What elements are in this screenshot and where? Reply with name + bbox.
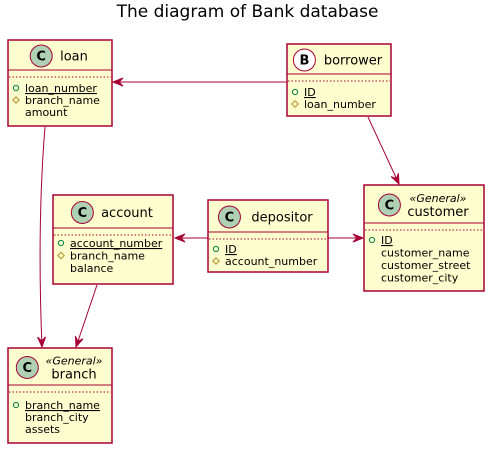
public-visibility-icon bbox=[368, 236, 376, 244]
attribute-customer-street: customer_street bbox=[381, 259, 471, 272]
attribute-ID: ID bbox=[225, 243, 237, 256]
edge-depositor-to-customer bbox=[328, 233, 365, 243]
attribute-loan-number: loan_number bbox=[25, 82, 97, 95]
attribute-loan-number: loan_number bbox=[304, 98, 376, 111]
attribute-amount: amount bbox=[25, 106, 68, 119]
badge-letter: C bbox=[385, 199, 395, 214]
attribute-branch-name: branch_name bbox=[25, 399, 100, 412]
entity-name: loan bbox=[60, 50, 88, 65]
entity-name: account bbox=[101, 206, 153, 221]
entity-stereotype: «General» bbox=[46, 355, 103, 368]
entity-name: customer bbox=[407, 205, 469, 220]
entity-name: depositor bbox=[251, 211, 313, 226]
arrowhead bbox=[74, 336, 84, 349]
arrowhead bbox=[173, 233, 186, 243]
edge-depositor-to-account bbox=[173, 233, 208, 243]
badge-letter: C bbox=[36, 50, 46, 65]
entity-customer[interactable]: C«General»customerIDcustomer_namecustome… bbox=[363, 184, 485, 292]
arrowhead bbox=[37, 336, 47, 349]
protected-visibility-icon bbox=[212, 257, 220, 265]
edge-borrower-to-loan bbox=[111, 77, 287, 87]
attribute-branch-name: branch_name bbox=[70, 250, 145, 263]
arrowhead bbox=[352, 233, 365, 243]
badge-letter: C bbox=[225, 211, 235, 226]
attribute-branch-name: branch_name bbox=[25, 94, 100, 107]
attribute-ID: ID bbox=[304, 86, 316, 99]
diagram-title: The diagram of Bank database bbox=[116, 2, 379, 22]
class-badge-icon bbox=[70, 201, 94, 224]
attribute-branch-city: branch_city bbox=[25, 411, 89, 424]
edge-line bbox=[75, 284, 98, 348]
entity-name: branch bbox=[51, 368, 96, 383]
class-badge-icon bbox=[15, 356, 39, 379]
protected-visibility-icon bbox=[57, 251, 65, 260]
edge-loan-to-branch bbox=[37, 126, 47, 349]
attribute-customer-city: customer_city bbox=[381, 272, 459, 285]
protected-visibility-icon bbox=[291, 100, 299, 108]
entity-branch[interactable]: C «General»branch branch_namebranch_cityas… bbox=[7, 347, 113, 444]
class-badge-icon bbox=[217, 205, 241, 229]
attribute-balance: balance bbox=[70, 262, 114, 275]
badge-letter: B bbox=[299, 54, 309, 69]
public-visibility-icon bbox=[12, 84, 20, 92]
attribute-account-number: account_number bbox=[70, 237, 163, 250]
badge-letter: C bbox=[23, 361, 33, 376]
class-badge-icon bbox=[29, 44, 53, 68]
public-visibility-icon bbox=[12, 401, 20, 409]
protected-visibility-icon bbox=[12, 96, 20, 104]
arrowhead bbox=[390, 173, 400, 186]
public-visibility-icon bbox=[57, 239, 65, 247]
entity-badge-icon bbox=[292, 48, 316, 72]
edge-borrower-to-customer bbox=[367, 116, 400, 186]
badge-letter: C bbox=[78, 206, 88, 221]
attribute-assets: assets bbox=[25, 423, 60, 436]
entity-box bbox=[7, 39, 113, 127]
edge-line bbox=[39, 126, 46, 348]
entity-stereotype: «General» bbox=[410, 192, 467, 205]
class-badge-icon bbox=[377, 193, 401, 217]
public-visibility-icon bbox=[212, 245, 220, 253]
edge-line bbox=[367, 116, 400, 185]
attribute-account-number: account_number bbox=[225, 255, 318, 268]
attribute-customer-name: customer_name bbox=[381, 247, 470, 260]
edge-account-to-branch bbox=[74, 284, 98, 349]
arrowhead bbox=[111, 77, 124, 87]
public-visibility-icon bbox=[291, 88, 299, 96]
attribute-ID: ID bbox=[381, 234, 393, 247]
entity-name: borrower bbox=[324, 54, 383, 69]
